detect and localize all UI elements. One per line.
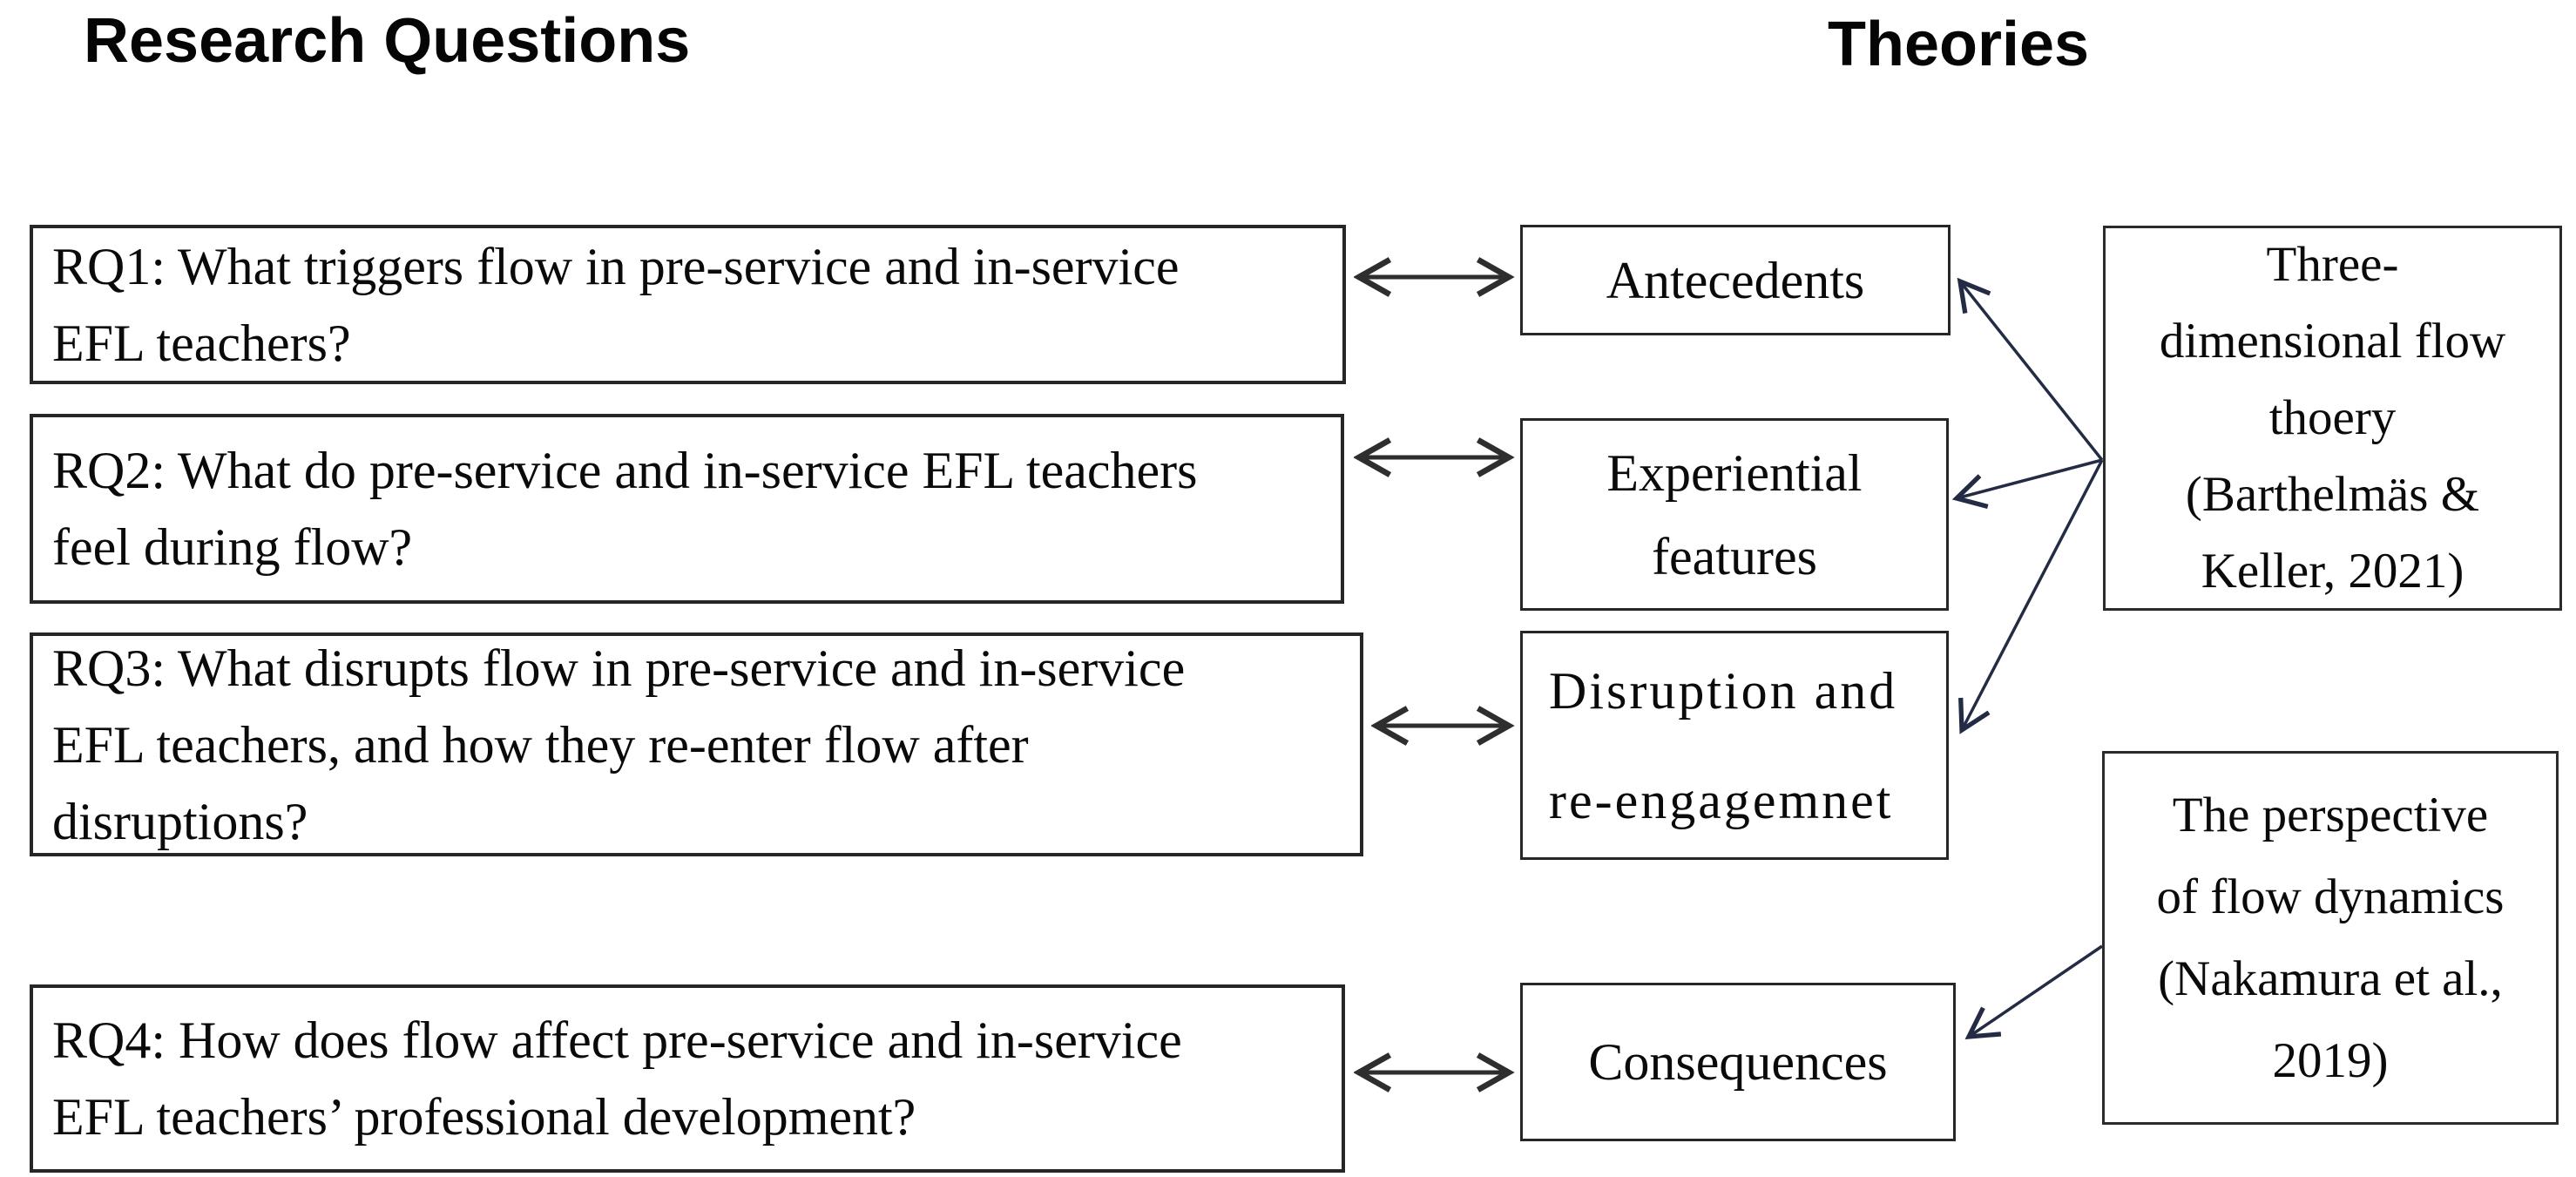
rq2-text-line-1: RQ2: What do pre-service and in-service … [52,442,1198,499]
theory1-line-3: thoery [2268,390,2397,445]
rq1-text-line-1: RQ1: What triggers flow in pre-service a… [52,237,1180,295]
rq3-text-line-2: EFL teachers, and how they re-enter flow… [52,715,1029,774]
consequences-label: Consequences [1588,1033,1888,1091]
theory2-line-2: of flow dynamics [2156,869,2505,924]
rq2-text-line-2: feel during flow? [52,518,413,576]
theory1-line-4: (Barthelmäs & [2185,467,2480,522]
arrow-theory2-consequences [1964,944,2103,1040]
antecedents-label: Antecedents [1606,251,1865,309]
disruption-box: Disruption and re-engagemnet [1520,631,1949,860]
theory1-line-2: dimensional flow [2159,314,2506,369]
rq1-box: RQ1: What triggers flow in pre-service a… [30,225,1346,384]
theory-flow-dynamics-box: The perspective of flow dynamics (Nakamu… [2102,751,2559,1125]
arrow-theory1-disruption [1958,459,2104,734]
rq4-text-line-2: EFL teachers’ professional development? [52,1088,916,1146]
rq4-box: RQ4: How does flow affect pre-service an… [30,984,1345,1173]
rq3-text-line-3: disruptions? [52,792,308,850]
arrow-theory1-experiential [1951,458,2103,509]
rq3-text-line-1: RQ3: What disrupts flow in pre-service a… [52,639,1186,697]
theory2-line-1: The perspective [2172,787,2489,842]
consequences-box: Consequences [1520,983,1956,1141]
theory1-line-1: Three- [2266,237,2399,292]
experiential-label-line-1: Experiential [1606,443,1863,502]
theory2-line-3: (Nakamura et al., [2158,950,2503,1006]
title-research-questions: Research Questions [84,6,691,76]
antecedents-box: Antecedents [1520,225,1951,335]
theory1-line-5: Keller, 2021) [2201,544,2464,599]
rq2-box: RQ2: What do pre-service and in-service … [30,414,1344,604]
experiential-features-box: Experiential features [1520,418,1949,611]
rq3-box: RQ3: What disrupts flow in pre-service a… [30,632,1363,856]
rq4-text-line-1: RQ4: How does flow affect pre-service an… [52,1011,1182,1069]
rq1-text-line-2: EFL teachers? [52,314,351,372]
theory-3d-flow-box: Three- dimensional flow thoery (Barthelm… [2103,226,2562,611]
arrow-theory1-antecedents [1957,277,2104,462]
disruption-label-line-2: re-engagemnet [1549,771,1894,829]
disruption-label-line-1: Disruption and [1549,661,1898,720]
theory2-line-4: 2019) [2272,1032,2389,1088]
experiential-label-line-2: features [1652,527,1817,585]
title-theories: Theories [1828,10,2090,79]
